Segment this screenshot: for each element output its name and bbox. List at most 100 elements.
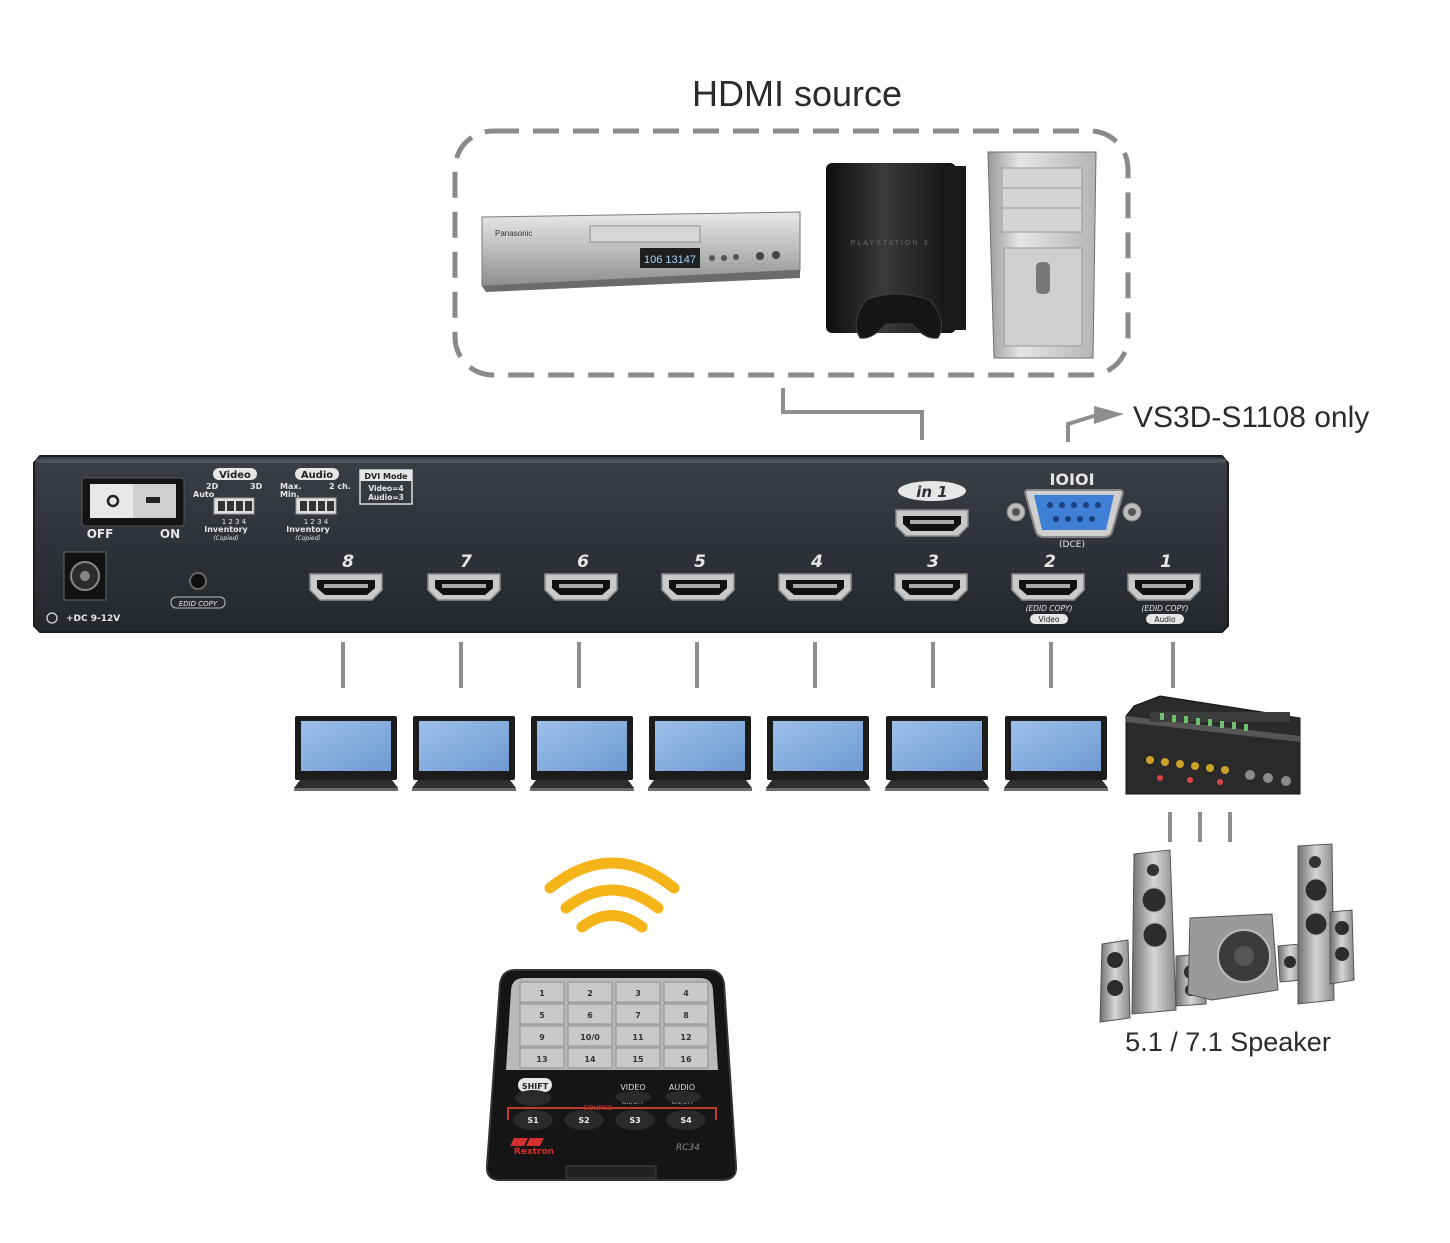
remote-source-label: SOURCE (584, 1104, 613, 1112)
receiver-speaker-lines (1168, 812, 1232, 842)
power-switch[interactable] (81, 477, 185, 527)
video-switch-pins: 1 2 3 4 (222, 518, 247, 526)
console-brand: PLAYSTATION 3 (851, 240, 930, 247)
output-number-1: 1 (1160, 552, 1172, 572)
remote-audio-label: AUDIO (669, 1083, 695, 1092)
remote-shift-key[interactable] (515, 1090, 551, 1106)
rs232-note-arrow-icon (1094, 406, 1124, 424)
port1-audio-tag: Audio (1154, 615, 1176, 624)
edid-copy-button[interactable] (189, 572, 207, 590)
dc-power-jack[interactable] (63, 551, 107, 601)
output-number-8: 8 (342, 552, 354, 572)
remote-key-7[interactable] (615, 1003, 661, 1025)
audio-switch-title: Audio (301, 470, 333, 481)
remote-key-label: 12 (680, 1033, 691, 1042)
remote-key-14[interactable] (567, 1047, 613, 1069)
remote-key-5[interactable] (519, 1003, 565, 1025)
audio-switch-min: Min. (280, 490, 299, 499)
audio-switch-max: Max. (280, 482, 302, 491)
output-number-7: 7 (460, 552, 472, 572)
display-tv-5 (648, 716, 752, 791)
remote-key-15[interactable] (615, 1047, 661, 1069)
remote-key-10[interactable] (567, 1025, 613, 1047)
remote-key-label: 2 (587, 989, 593, 998)
audio-switch-inventory: Inventory (286, 525, 330, 534)
remote-s3-label: S3 (629, 1116, 640, 1125)
remote-video-key[interactable] (615, 1091, 651, 1103)
dvi-mode-audio: Audio=3 (368, 493, 404, 502)
hdmi-output-port-8[interactable] (309, 573, 383, 601)
display-tv-7 (412, 716, 516, 791)
output-connector-lines (341, 642, 1175, 688)
remote-audio-key[interactable] (665, 1091, 701, 1103)
video-switch-title: Video (219, 470, 251, 481)
hdmi-output-port-2[interactable] (1011, 573, 1085, 601)
remote-s1-button[interactable] (513, 1110, 553, 1130)
output-number-2: 2 (1044, 552, 1056, 572)
output-number-4: 4 (810, 552, 823, 572)
output-number-6: 6 (577, 552, 589, 572)
source-to-input-line (781, 388, 924, 440)
rs232-db9-port[interactable] (1006, 489, 1142, 538)
rs232-dce-label: (DCE) (1059, 540, 1085, 550)
remote-key-11[interactable] (615, 1025, 661, 1047)
remote-s4-label: S4 (680, 1116, 692, 1125)
video-switch-inventory: Inventory (204, 525, 248, 534)
dc-polarity-icon (46, 612, 58, 624)
video-switch-3d: 3D (250, 482, 263, 491)
display-tv-6 (530, 716, 634, 791)
remote-s2-label: S2 (578, 1116, 589, 1125)
remote-key-3[interactable] (615, 981, 661, 1003)
power-off-label: OFF (87, 527, 114, 541)
remote-model: RC34 (676, 1143, 700, 1153)
hdmi-output-port-6[interactable] (544, 573, 618, 601)
hdmi-output-port-1[interactable] (1127, 573, 1201, 601)
remote-video-label: VIDEO (620, 1083, 645, 1092)
remote-key-label: 5 (539, 1011, 545, 1020)
remote-key-label: 10/0 (580, 1033, 600, 1042)
remote-key-16[interactable] (663, 1047, 709, 1069)
rs232-symbol: IOIOI (1049, 470, 1094, 489)
remote-key-6[interactable] (567, 1003, 613, 1025)
remote-key-9[interactable] (519, 1025, 565, 1047)
video-switch-auto: Auto (193, 490, 215, 499)
port1-edid-note: (EDID COPY) (1142, 604, 1189, 613)
hdmi-output-port-7[interactable] (427, 573, 501, 601)
remote-key-label: 6 (587, 1011, 593, 1020)
dvi-mode-title: DVI Mode (364, 472, 408, 481)
hdmi-input-label: in 1 (916, 483, 947, 501)
hdmi-output-port-3[interactable] (894, 573, 968, 601)
game-console-image: PLAYSTATION 3 (826, 163, 966, 339)
remote-key-8[interactable] (663, 1003, 709, 1025)
display-tv-4 (766, 716, 870, 791)
remote-lower-section: SHIFT VIDEO AUDIO ON/OFF ON/OFF SOURCE S… (507, 1078, 717, 1179)
display-tv-8 (294, 716, 398, 791)
hdmi-source-title: HDMI source (692, 73, 902, 114)
vs3d-only-note: VS3D-S1108 only (1133, 401, 1369, 434)
remote-key-12[interactable] (663, 1025, 709, 1047)
remote-key-1[interactable] (519, 981, 565, 1003)
remote-key-4[interactable] (663, 981, 709, 1003)
remote-key-label: 7 (635, 1011, 641, 1020)
remote-s4-button[interactable] (666, 1110, 706, 1130)
remote-key-13[interactable] (519, 1047, 565, 1069)
remote-key-label: 15 (632, 1055, 644, 1064)
hdmi-output-port-5[interactable] (661, 573, 735, 601)
hdmi-input-port[interactable] (895, 509, 969, 537)
remote-key-2[interactable] (567, 981, 613, 1003)
hdmi-output-port-4[interactable] (778, 573, 852, 601)
remote-brand: Rextron (514, 1147, 554, 1157)
remote-s3-button[interactable] (615, 1110, 655, 1130)
remote-s2-button[interactable] (564, 1110, 604, 1130)
dvi-mode-video: Video=4 (368, 484, 403, 493)
audio-switch-copied: (Copied) (295, 535, 321, 542)
remote-shift-label: SHIFT (522, 1082, 549, 1091)
rs232-note-line (1066, 412, 1101, 442)
remote-s1-label: S1 (527, 1116, 539, 1125)
output-number-3: 3 (927, 552, 939, 572)
remote-key-label: 13 (536, 1055, 547, 1064)
remote-shift-button[interactable] (518, 1078, 552, 1092)
dc-input-label: +DC 9-12V (66, 614, 120, 624)
display-tv-2 (1004, 716, 1108, 791)
audio-switch-2ch: 2 ch. (329, 482, 351, 491)
